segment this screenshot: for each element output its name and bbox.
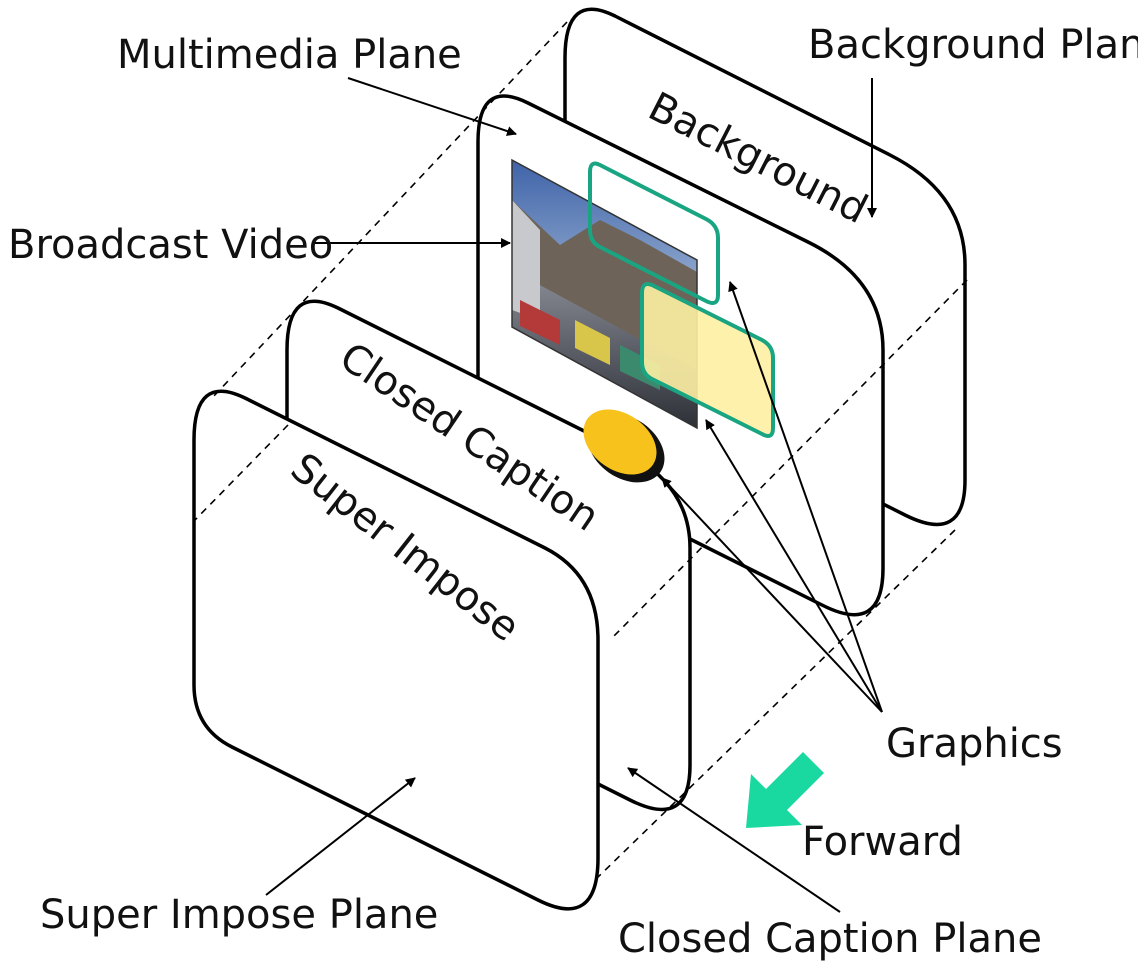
label-background-plane: Background Plane	[808, 22, 1138, 68]
label-forward: Forward	[802, 819, 963, 865]
label-broadcast-video: Broadcast Video	[8, 222, 333, 268]
graphics-lower-rect	[640, 282, 775, 438]
label-graphics: Graphics	[886, 721, 1063, 767]
forward-arrow	[746, 752, 824, 828]
label-closed-caption-plane: Closed Caption Plane	[618, 916, 1042, 962]
graphics-upper-rect	[588, 161, 720, 305]
caption-ellipse	[583, 409, 657, 475]
dashed-guides	[194, 21, 968, 881]
super-impose-plane	[192, 389, 600, 911]
label-super-impose-plane: Super Impose Plane	[40, 892, 438, 938]
label-multimedia-plane: Multimedia Plane	[117, 32, 462, 78]
callout-arrows	[265, 77, 883, 913]
